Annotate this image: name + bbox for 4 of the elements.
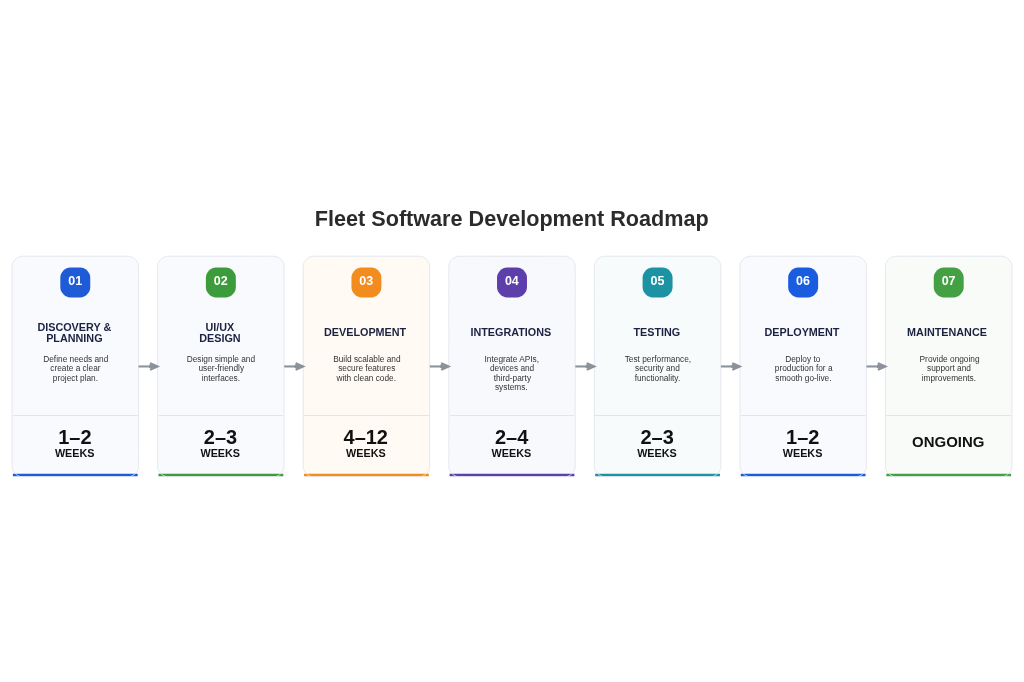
diagram-title: Fleet Software Development Roadmap: [314, 205, 709, 231]
arrow: [575, 361, 596, 371]
arrow: [866, 361, 887, 371]
arrow: [284, 361, 305, 371]
